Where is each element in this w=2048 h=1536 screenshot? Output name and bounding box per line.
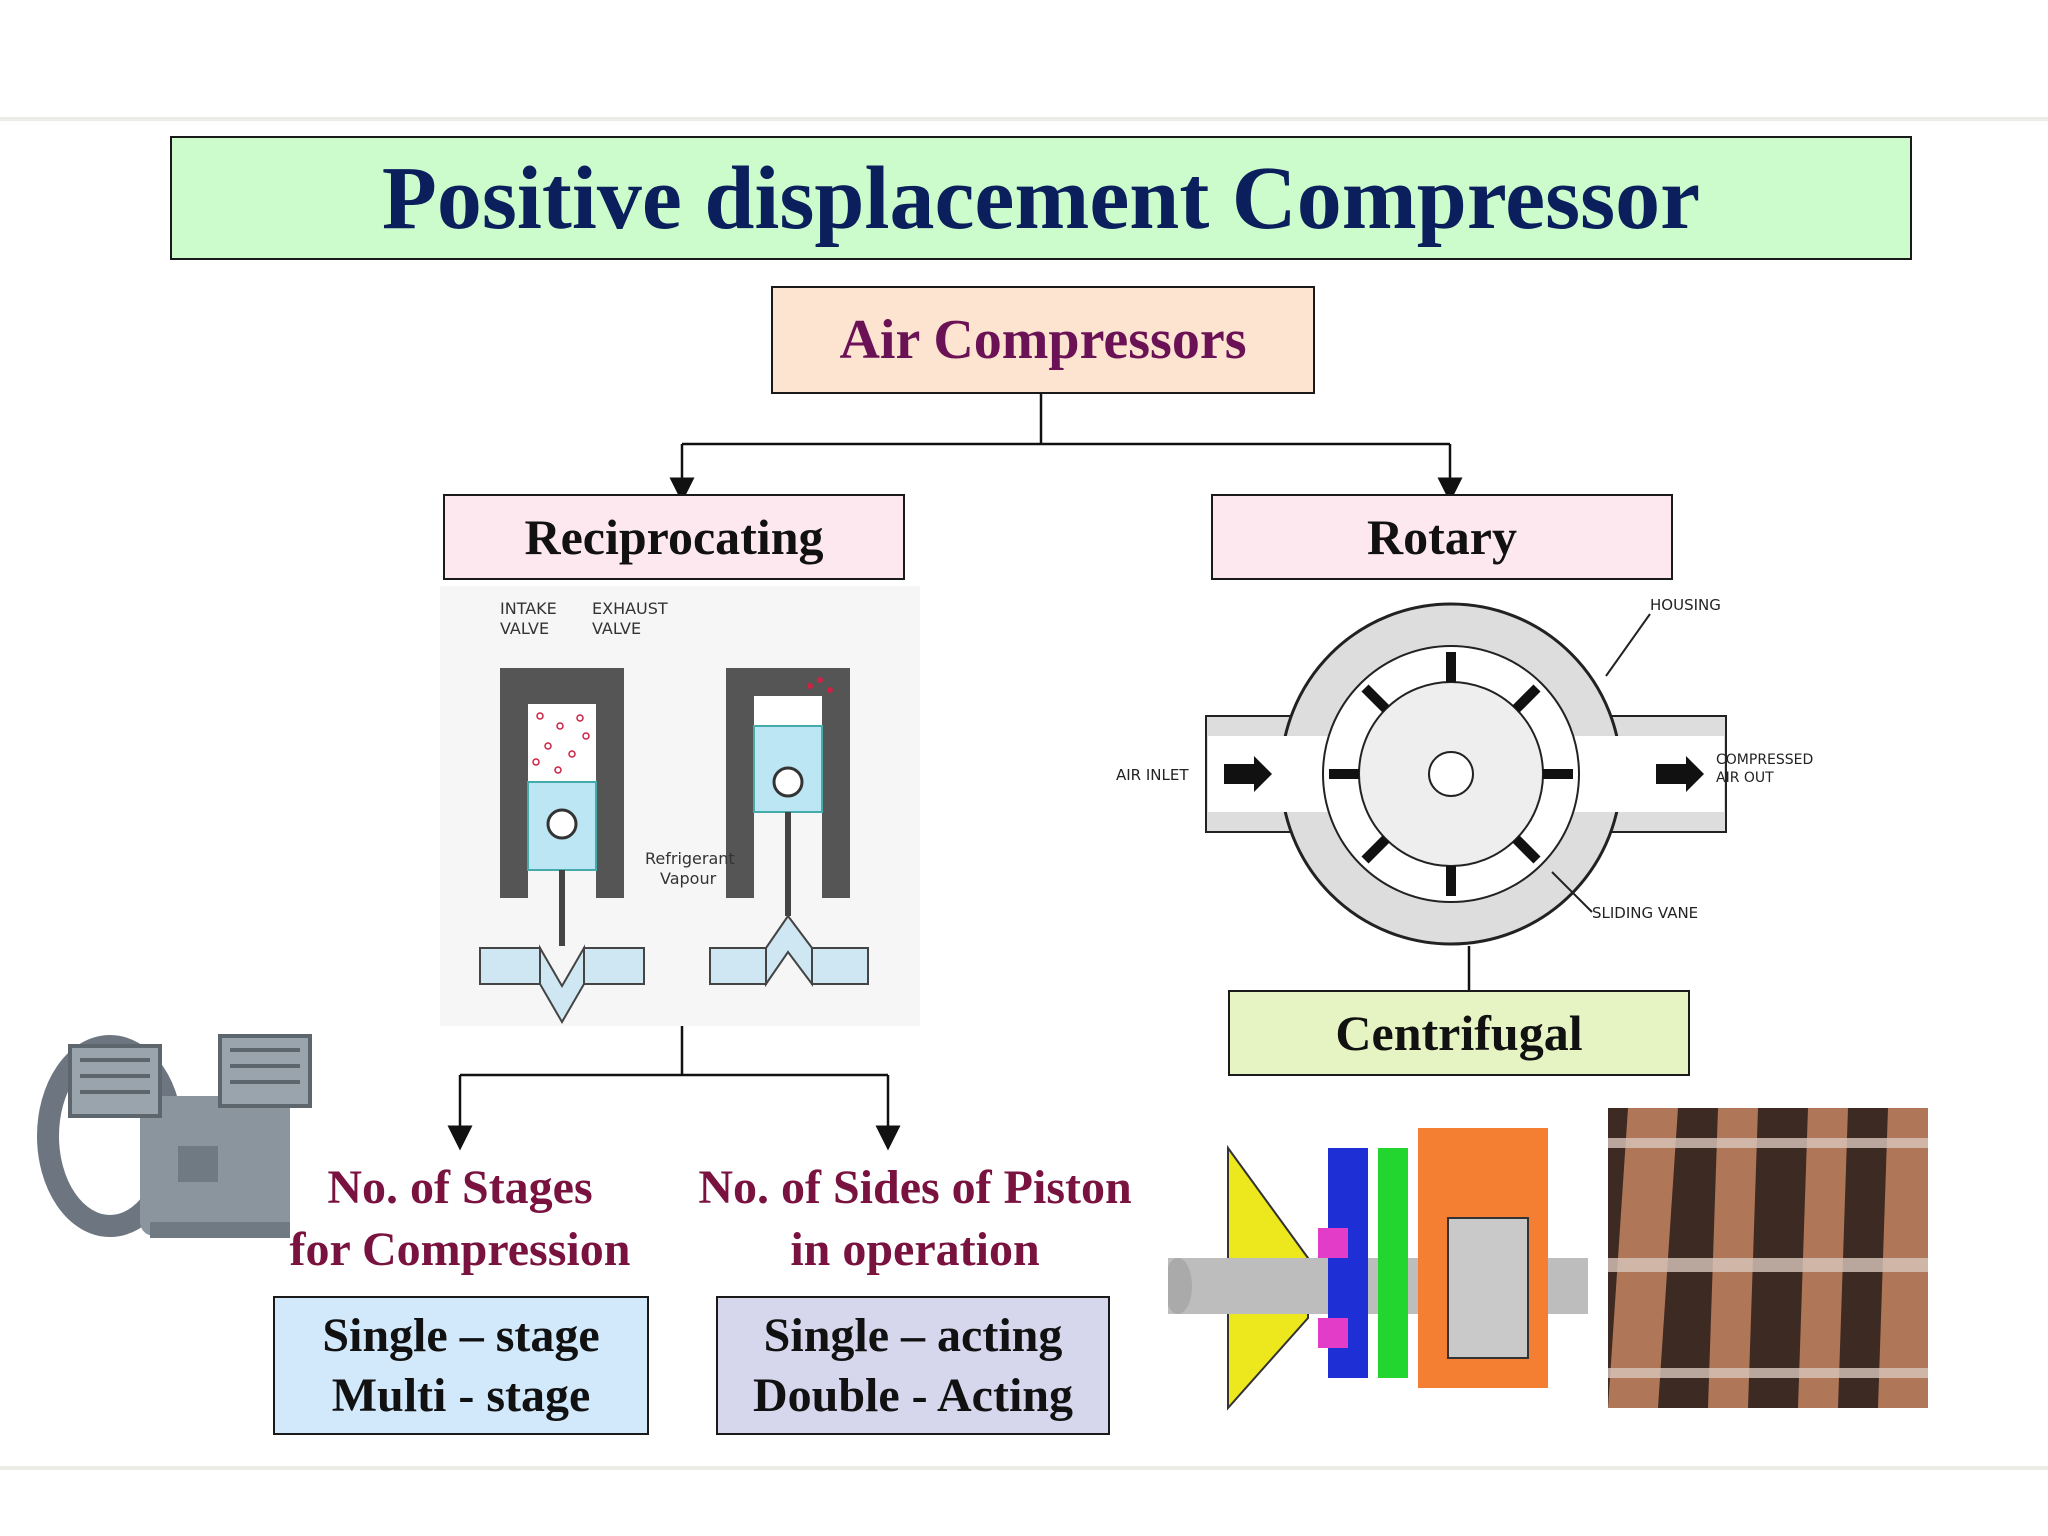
category-sides-line2: in operation <box>790 1223 1040 1276</box>
option-single-stage: Single – stage <box>322 1308 600 1362</box>
option-single-acting: Single – acting <box>763 1308 1063 1362</box>
refrigerant-label-2: Vapour <box>660 869 717 888</box>
intake-label-2: VALVE <box>500 619 549 638</box>
sliding-vane-label: SLIDING VANE <box>1592 904 1698 922</box>
reciprocating-piston-diagram: INTAKE VALVE EXHAUST VALVE Re <box>440 586 920 1026</box>
node-rotary: Rotary <box>1211 494 1673 580</box>
intake-label-1: INTAKE <box>500 599 557 618</box>
root-node-air-compressors: Air Compressors <box>771 286 1315 394</box>
left-cylinder <box>500 668 624 946</box>
sliding-vanes <box>1329 652 1573 896</box>
rotary-vane-diagram: AIR INLET COMPRESSED AIR OUT HOUSING SLI… <box>1116 586 1836 946</box>
sides-options-box: Single – acting Double - Acting <box>716 1296 1110 1435</box>
crankshafts <box>479 914 869 1024</box>
centrifugal-cutaway-diagram <box>1168 1108 1588 1412</box>
page-title: Positive displacement Compressor <box>170 136 1912 260</box>
refrigerant-label-1: Refrigerant <box>645 849 735 868</box>
category-sides-line1: No. of Sides of Piston <box>698 1161 1132 1214</box>
category-stages-line1: No. of Stages <box>327 1161 593 1214</box>
air-inlet-label: AIR INLET <box>1116 766 1189 784</box>
compressed-label-1: COMPRESSED <box>1716 752 1813 768</box>
category-stages: No. of Stages for Compression <box>270 1157 650 1281</box>
exhaust-label-2: VALVE <box>592 619 641 638</box>
option-double-acting: Double - Acting <box>752 1368 1073 1422</box>
node-reciprocating: Reciprocating <box>443 494 905 580</box>
top-rule <box>0 117 2048 121</box>
compressed-label-2: AIR OUT <box>1716 770 1774 786</box>
category-stages-line2: for Compression <box>289 1223 631 1276</box>
exhaust-label-1: EXHAUST <box>592 599 668 618</box>
reciprocating-compressor-photo <box>37 1034 312 1238</box>
bottom-rule <box>0 1466 2048 1470</box>
node-centrifugal: Centrifugal <box>1228 990 1690 1076</box>
housing-label: HOUSING <box>1650 596 1721 614</box>
centrifugal-impeller-photo <box>1608 1108 1928 1408</box>
right-cylinder <box>726 668 850 916</box>
category-sides: No. of Sides of Piston in operation <box>680 1157 1150 1281</box>
option-multi-stage: Multi - stage <box>331 1368 591 1422</box>
stages-options-box: Single – stage Multi - stage <box>273 1296 649 1435</box>
